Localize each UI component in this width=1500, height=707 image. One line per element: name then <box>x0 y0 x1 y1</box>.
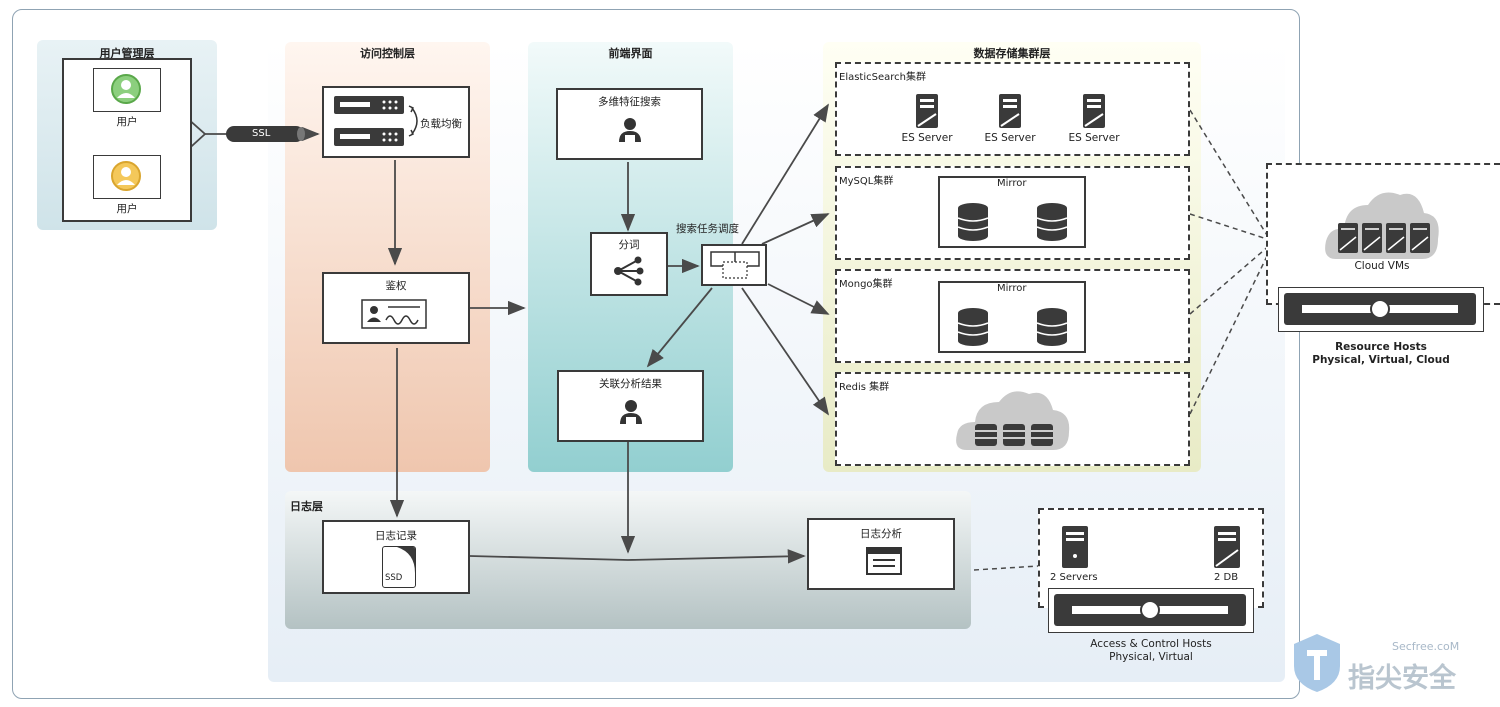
log-header: 日志层 <box>290 500 323 513</box>
user-mgmt-header: 用户管理层 <box>99 47 155 60</box>
resource-hosts-bar[interactable] <box>1278 287 1484 332</box>
auth-label: 鉴权 <box>385 280 407 292</box>
cloud-database-icon <box>956 391 1070 450</box>
es-server-label-3: ES Server <box>1068 132 1120 144</box>
database-icon <box>957 308 989 346</box>
host-bar-icon <box>1284 293 1476 325</box>
auth-box[interactable]: 鉴权 <box>322 272 470 344</box>
log-record-box[interactable]: 日志记录 SSD <box>322 520 470 594</box>
es-server-label-2: ES Server <box>984 132 1036 144</box>
es-server-label-1: ES Server <box>901 132 953 144</box>
ssd-label: SSD <box>385 573 403 583</box>
mysql-mirror-label: Mirror <box>997 178 1027 189</box>
database-icon <box>1036 308 1068 346</box>
scheduler-label: 搜索任务调度 <box>676 223 739 235</box>
database-icon <box>957 203 989 241</box>
cloud-servers-icon <box>1325 192 1439 259</box>
server-tower-icon <box>916 94 938 128</box>
result-label: 关联分析结果 <box>599 378 662 390</box>
user-card-2[interactable] <box>93 155 161 199</box>
access-hosts-title: Access & Control Hosts <box>1090 638 1212 650</box>
load-balance-label: 负载均衡 <box>420 118 462 130</box>
mongo-cluster[interactable]: Mongo集群 Mirror <box>835 269 1190 363</box>
database-icon <box>1036 203 1068 241</box>
redis-cluster-title: Redis 集群 <box>839 382 890 393</box>
scheduler-icon <box>710 251 760 279</box>
ssd-icon: SSD <box>382 546 416 588</box>
mysql-cluster-title: MySQL集群 <box>839 176 894 187</box>
server-rack-icon <box>334 96 418 146</box>
person-laptop-icon <box>619 118 641 142</box>
ssl-label: SSL <box>252 128 271 139</box>
host-bar-icon <box>1054 594 1246 626</box>
resource-hosts-title: Resource Hosts <box>1335 341 1427 353</box>
resource-hosts-subtitle: Physical, Virtual, Cloud <box>1312 354 1450 366</box>
cloud-vms-label: Cloud VMs <box>1354 260 1410 272</box>
redis-cluster[interactable]: Redis 集群 <box>835 372 1190 466</box>
user-avatar-icon <box>111 161 141 191</box>
user-label-2: 用户 <box>116 203 138 215</box>
log-analysis-label: 日志分析 <box>860 528 902 540</box>
watermark-shield-logo <box>1294 634 1340 692</box>
ssl-tunnel <box>226 126 305 142</box>
two-servers-label: 2 Servers <box>1050 572 1098 583</box>
user-card-1[interactable] <box>93 68 161 112</box>
segment-label: 分词 <box>618 239 640 251</box>
mysql-cluster[interactable]: MySQL集群 Mirror <box>835 166 1190 260</box>
mongo-cluster-title: Mongo集群 <box>839 279 893 290</box>
db-tower-icon <box>1214 526 1240 568</box>
frontend-header: 前端界面 <box>608 47 653 60</box>
user-avatar-icon <box>111 74 141 104</box>
es-cluster[interactable]: ElasticSearch集群 ES Server ES Server ES S… <box>835 62 1190 156</box>
search-label: 多维特征搜索 <box>598 96 661 108</box>
log-analysis-box[interactable]: 日志分析 <box>807 518 955 590</box>
scheduler-box[interactable] <box>701 244 767 286</box>
log-record-to-analysis-arrow <box>469 549 806 564</box>
mongo-mirror-label: Mirror <box>997 283 1027 294</box>
server-tower-icon <box>1062 526 1088 568</box>
log-record-label: 日志记录 <box>375 530 417 542</box>
user-label-1: 用户 <box>116 116 138 128</box>
report-window-icon <box>866 547 902 575</box>
two-db-label: 2 DB <box>1214 572 1239 583</box>
storage-header: 数据存储集群层 <box>973 47 1051 60</box>
load-balancer-box[interactable]: 负载均衡 <box>322 86 470 158</box>
server-tower-icon <box>999 94 1021 128</box>
person-laptop-icon <box>620 400 642 424</box>
correlation-result-box[interactable]: 关联分析结果 <box>557 370 704 442</box>
access-hosts-subtitle: Physical, Virtual <box>1109 651 1193 663</box>
diagram-frame <box>12 9 1300 699</box>
id-card-icon <box>361 299 427 329</box>
resource-hosts-group[interactable]: Cloud VMs <box>1266 163 1500 305</box>
watermark-site: Secfree.coM <box>1392 640 1460 653</box>
access-hosts-bar[interactable] <box>1048 588 1254 633</box>
share-branch-icon <box>614 256 644 286</box>
access-ctrl-header: 访问控制层 <box>360 47 415 60</box>
server-tower-icon <box>1083 94 1105 128</box>
es-cluster-title: ElasticSearch集群 <box>839 72 926 83</box>
multi-feature-search-box[interactable]: 多维特征搜索 <box>556 88 703 160</box>
watermark-brand: 指尖安全 <box>1348 663 1456 694</box>
segment-box[interactable]: 分词 <box>590 232 668 296</box>
